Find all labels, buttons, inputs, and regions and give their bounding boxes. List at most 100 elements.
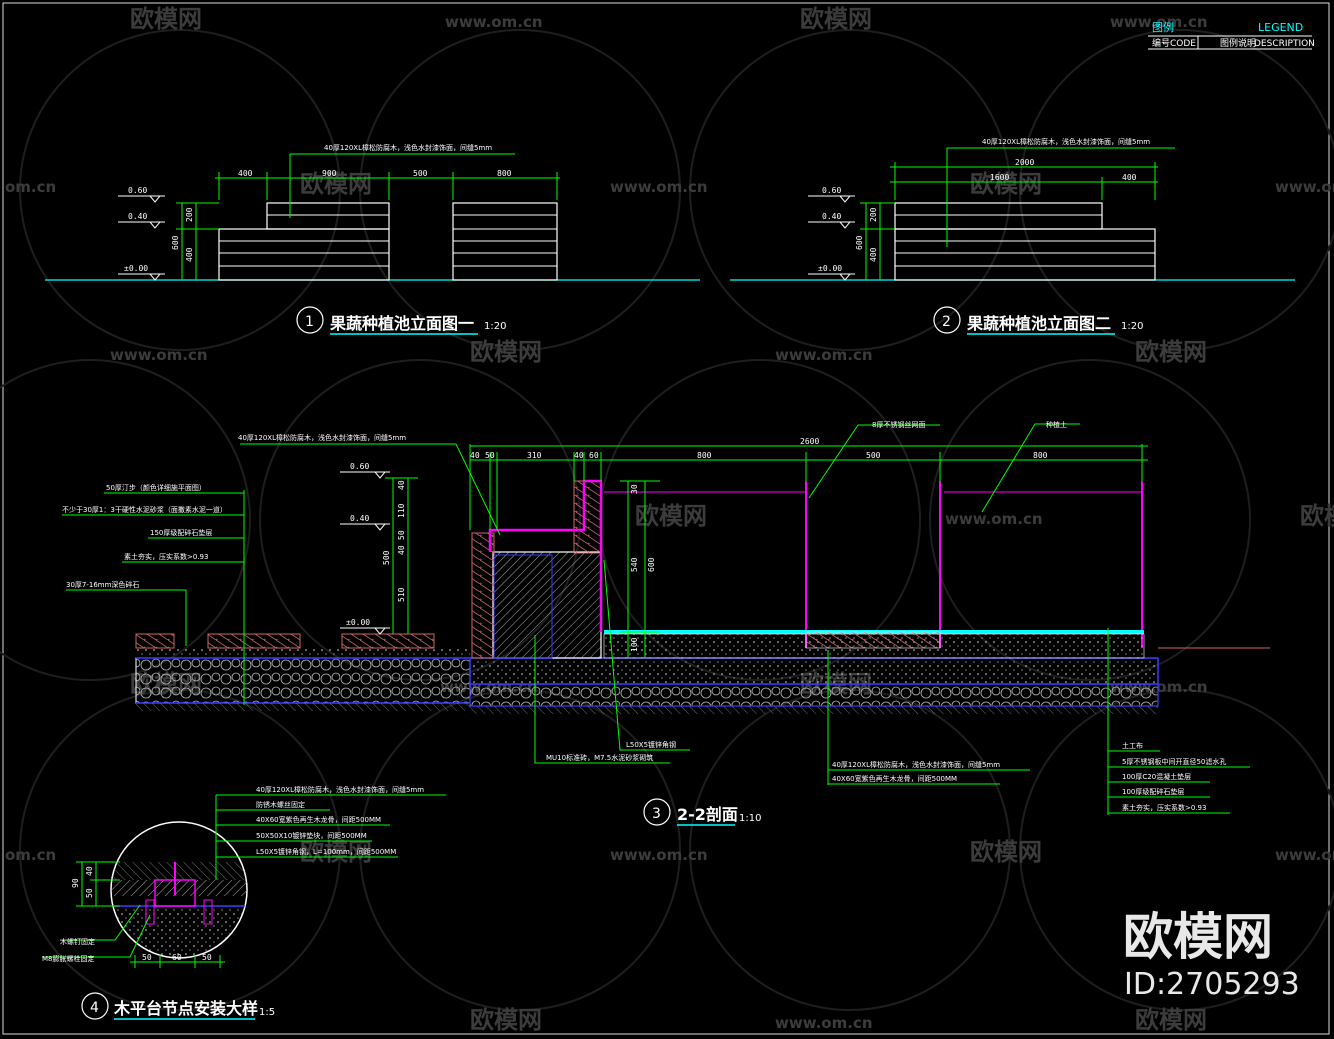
dim-text: 400 xyxy=(869,247,878,262)
dim-text: 40 xyxy=(397,545,406,555)
detail-note: 40X60宽紫色再生木龙骨，间距500MM xyxy=(256,815,381,824)
dim-text: 400 xyxy=(185,247,194,262)
watermark-site: www.om.cn xyxy=(610,846,708,864)
legend-code-cn: 编号 xyxy=(1152,37,1170,49)
watermark-brand: 欧模网 xyxy=(635,502,707,530)
detail-note: 50X50X10镀锌垫块，间距500MM xyxy=(256,831,367,840)
dim-text: 500 xyxy=(866,451,881,460)
view-scale: 1:5 xyxy=(259,1007,275,1018)
detail-left-note: 木螺钉固定 xyxy=(60,937,95,946)
dim-text: 540 xyxy=(630,557,639,572)
dim-text: 50 xyxy=(142,953,152,962)
dim-text: 50 xyxy=(202,953,212,962)
section-left-note: 50厚汀步（颜色详细施平面图） xyxy=(106,483,206,492)
dim-text: 200 xyxy=(869,207,878,222)
legend-desc-cn: 图例说明 xyxy=(1220,37,1256,49)
dim-text: 60 xyxy=(589,451,599,460)
legend-desc-en: DESCRIPTION xyxy=(1254,39,1315,49)
section-left-note: 素土夯实，压实系数>0.93 xyxy=(124,552,208,561)
watermark-brand: 欧模网 xyxy=(130,5,202,33)
section-top-label: 种植土 xyxy=(1046,420,1067,429)
watermark-ring xyxy=(689,689,1011,1011)
watermark-site: www.om.cn xyxy=(1275,846,1334,864)
dim-text: 50 xyxy=(485,451,495,460)
dim-text: 900 xyxy=(322,169,337,178)
dim-text: 90 xyxy=(71,878,80,888)
watermark-id: ID:2705293 xyxy=(1124,967,1300,1002)
detail-note: 防锈木螺丝固定 xyxy=(256,800,305,809)
section-bottom-note: MU10标准砖，M7.5水泥砂浆砌筑 xyxy=(546,753,653,762)
dim-text: 200 xyxy=(185,207,194,222)
view-scale: 1:20 xyxy=(484,321,506,332)
detail-note: 40厚120XL樟松防腐木，浅色水封漆饰面，间缝5mm xyxy=(256,785,424,794)
watermark-brand: 欧模网 xyxy=(300,838,372,866)
watermark-brand: 欧模网 xyxy=(1135,1006,1207,1034)
elevation-2: 2000 1600 400 40厚120XL樟松防腐木，浅色水封漆饰面，间缝5m… xyxy=(730,137,1295,335)
watermark-brand-large: 欧模网 xyxy=(1123,908,1273,966)
elev1-note: 40厚120XL樟松防腐木，浅色水封漆饰面，间缝5mm xyxy=(324,143,492,152)
watermark-brand: 欧模网 xyxy=(470,1006,542,1034)
dim-text: 40 xyxy=(574,451,584,460)
watermark-site: www.om.cn xyxy=(1275,178,1334,196)
watermark-ring xyxy=(1019,29,1334,351)
dim-text: 800 xyxy=(497,169,512,178)
dim-text: 40 xyxy=(470,451,480,460)
detail-left-note: M8膨胀螺栓固定 xyxy=(42,954,95,963)
watermark-site: www.om.cn xyxy=(445,13,543,31)
dim-text: 50 xyxy=(85,888,94,898)
view-number: 2 xyxy=(942,314,951,330)
dim-text: 600 xyxy=(855,235,864,250)
legend-title-cn: 图例 xyxy=(1152,20,1174,34)
view-number-circle xyxy=(296,306,324,334)
detail-note: L50X5镀锌角钢，L=100mm，间距500MM xyxy=(256,847,396,856)
level-text: ±0.00 xyxy=(818,264,842,273)
watermark-brand: 欧模网 xyxy=(800,5,872,33)
section-right-note: 5厚不锈钢板中间开直径50滤水孔 xyxy=(1122,757,1226,766)
dim-total: 2600 xyxy=(800,437,819,446)
dim-text: 600 xyxy=(171,235,180,250)
dim-text: 50 xyxy=(397,530,406,540)
dim-text: 510 xyxy=(397,587,406,602)
section-bottom-note: 40厚120XL樟松防腐木，浅色水封漆饰面，间缝5mm xyxy=(832,760,1000,769)
level-text: ±0.00 xyxy=(346,618,370,627)
watermark-site: www.om.cn xyxy=(1110,13,1208,31)
view-number-circle xyxy=(81,992,109,1020)
legend-title-en: LEGEND xyxy=(1258,21,1303,34)
dim-text: 400 xyxy=(238,169,253,178)
section-left-note: 30厚7-16mm深色碎石 xyxy=(66,580,139,589)
section-left-note: 150厚级配碎石垫层 xyxy=(150,528,212,537)
watermark-ring xyxy=(1019,689,1334,1011)
level-text: 0.40 xyxy=(822,212,841,221)
watermark-ring xyxy=(19,29,341,351)
level-text: 0.60 xyxy=(128,186,147,195)
watermark-site: www.om.cn xyxy=(775,346,873,364)
view-scale: 1:20 xyxy=(1121,321,1143,332)
dim-text: 40 xyxy=(85,866,94,876)
watermark-ring xyxy=(689,29,1011,351)
legend-code-en: CODE xyxy=(1170,39,1196,49)
level-marks: 0.60 0.40 ±0.00 xyxy=(340,462,390,635)
view-number: 1 xyxy=(305,314,314,330)
watermark-site: om.cn xyxy=(5,846,56,864)
section-right-note: 100厚C20混凝土垫层 xyxy=(1122,772,1191,781)
watermark-brand: 欧模网 xyxy=(470,338,542,366)
view-title: 果蔬种植池立面图二 xyxy=(966,314,1111,333)
section-top-note: 40厚120XL樟松防腐木，浅色水封漆饰面，间缝5mm xyxy=(238,433,406,442)
view-number-circle xyxy=(643,798,671,826)
dim-text: 60 xyxy=(172,953,182,962)
watermark-brand: 欧模网 xyxy=(970,170,1042,198)
section-2-2: 40 50 310 40 60 800 500 800 2600 40厚120X… xyxy=(62,420,1270,826)
dim-text: 310 xyxy=(527,451,542,460)
watermark-brand: 欧模网 xyxy=(300,170,372,198)
dim-text: 600 xyxy=(647,557,656,572)
watermark-ring xyxy=(0,359,251,681)
detail-4: 40厚120XL樟松防腐木，浅色水封漆饰面，间缝5mm 防锈木螺丝固定 40X6… xyxy=(42,785,446,1020)
view-title: 木平台节点安装大样 xyxy=(113,999,258,1018)
section-right-note: 土工布 xyxy=(1122,741,1143,750)
watermark-brand: 欧模网 xyxy=(1300,502,1334,530)
watermark-ring xyxy=(359,29,681,351)
level-text: 0.60 xyxy=(350,462,369,471)
dim-text: 110 xyxy=(397,503,406,518)
dim-text: 2000 xyxy=(1015,158,1034,167)
